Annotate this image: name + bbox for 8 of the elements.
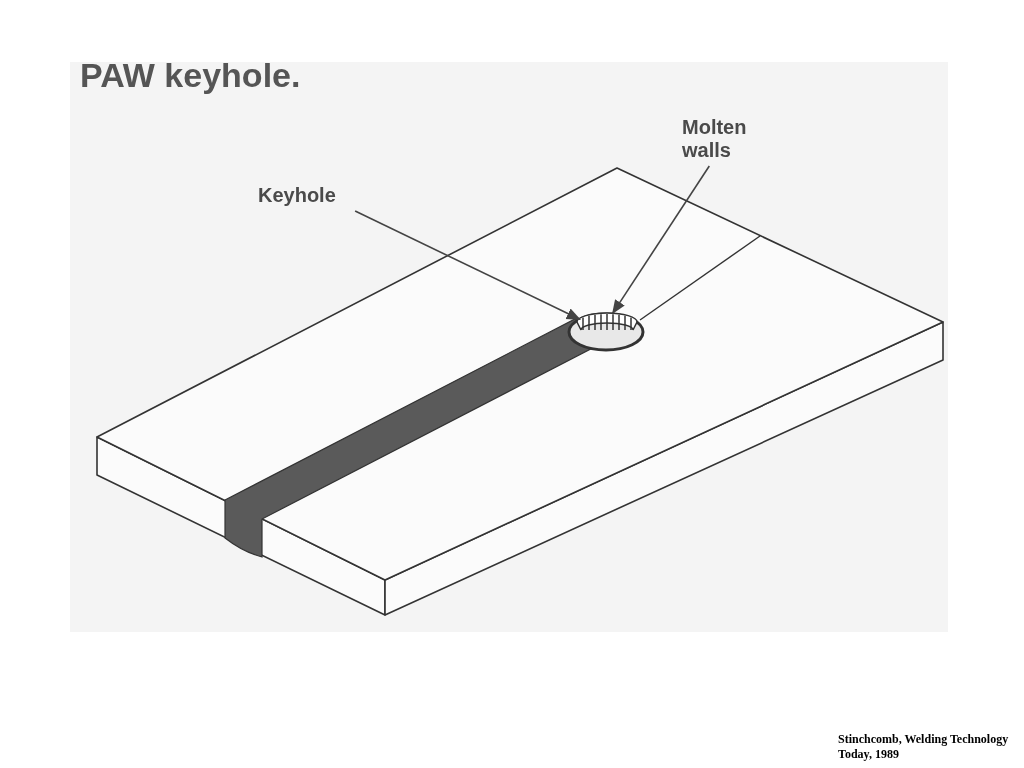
- leader-arrow: [354, 210, 581, 321]
- source-citation: Stinchcomb, Welding Technology Today, 1989: [838, 732, 1010, 762]
- diagram-title: PAW keyhole.: [80, 56, 301, 95]
- callout-label: Keyhole: [258, 184, 337, 207]
- molten-wall-hatching: [576, 312, 638, 331]
- callout-label: Molten walls: [682, 116, 748, 162]
- leader-arrow: [612, 165, 711, 315]
- keyhole-opening: [567, 312, 645, 352]
